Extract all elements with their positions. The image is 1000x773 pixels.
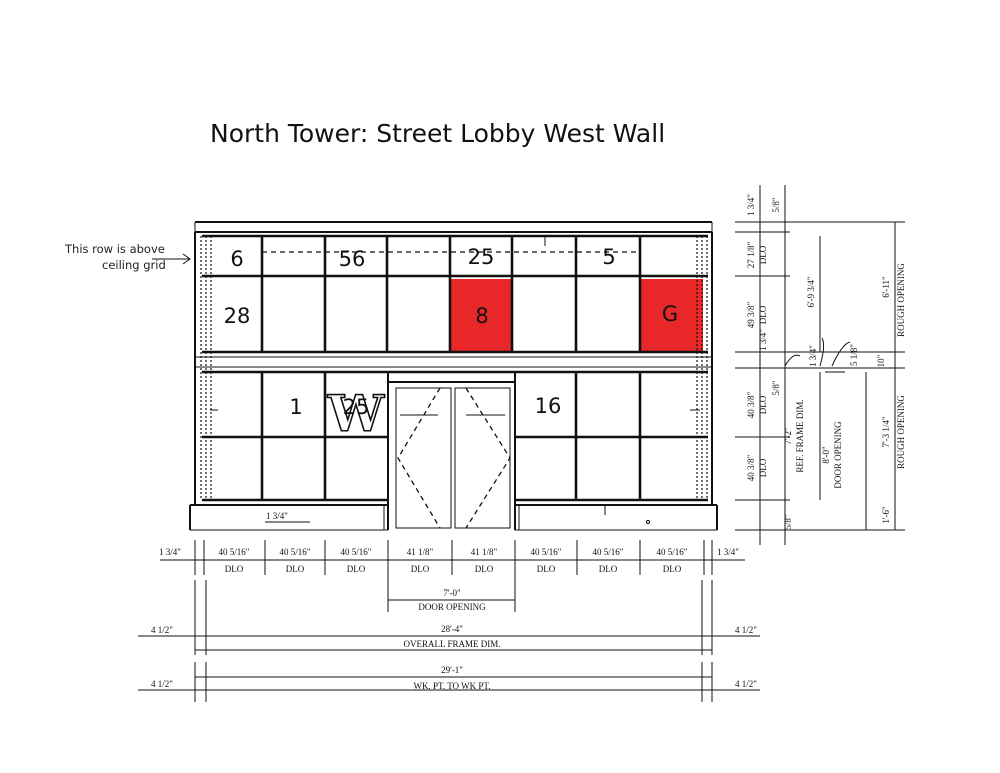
door-width: 7'-0" [443, 588, 461, 598]
pane-label-lower-3: 16 [535, 394, 562, 418]
w-logo-icon: W [326, 383, 386, 444]
door-opening-label: DOOR OPENING [418, 602, 486, 612]
highlight-pane-8 [450, 279, 512, 351]
ten-inch-dim: 10" [876, 354, 886, 367]
dlo-dim-2-label: DLO [758, 305, 768, 324]
width-dim-5: 41 1/8" [407, 547, 434, 557]
pane-label-lower-2: 25 [343, 395, 370, 419]
ref-frame-label: REF. FRAME DIM. [795, 399, 805, 472]
lower-dlo-2-label: DLO [758, 458, 768, 477]
dlo-label-2: DLO [286, 564, 305, 574]
pane-label-upper-4: 5 [602, 245, 615, 269]
width-dim-1: 1 3/4" [159, 547, 181, 557]
side-offset-4: 4 1/2" [735, 679, 757, 689]
width-dim-9: 40 5/16" [657, 547, 688, 557]
rough-upper-label: ROUGH OPENING [896, 263, 906, 337]
width-dim-6: 41 1/8" [471, 547, 498, 557]
pane-label-lower-1: 1 [289, 395, 302, 419]
door-height: 8'-0" [821, 446, 831, 464]
width-dim-7: 40 5/16" [531, 547, 562, 557]
pane-label-middle-3: G [662, 302, 678, 326]
annotation-line-1: This row is above [64, 242, 165, 256]
pane-label-middle-2: 8 [475, 304, 488, 328]
pane-label-middle-1: 28 [224, 304, 251, 328]
dlo-label-7: DLO [599, 564, 618, 574]
rough-upper-value: 6'-11" [881, 276, 891, 298]
side-offset-1: 4 1/2" [151, 625, 173, 635]
top-dim-b: 5/8" [771, 197, 781, 213]
mid-dim-a: 1 3/4" [758, 329, 768, 351]
upper-total: 6'-9 3/4" [806, 276, 816, 307]
dlo-dim-1: 27 1/8" [746, 241, 756, 268]
pane-label-upper-3: 25 [468, 245, 495, 269]
wall-frame [189, 221, 718, 531]
side-offset-3: 4 1/2" [151, 679, 173, 689]
annotation-line-2: ceiling grid [102, 258, 166, 272]
highlight-pane-g [641, 279, 703, 351]
lower-total: 7'-2" [783, 427, 793, 445]
width-dim-2: 40 5/16" [219, 547, 250, 557]
pane-label-upper-2: 56 [339, 247, 366, 271]
dlo-label-6: DLO [537, 564, 556, 574]
top-dim-a: 1 3/4" [746, 194, 756, 216]
dlo-label-5: DLO [475, 564, 494, 574]
lower-dlo-2: 40 3/8" [746, 454, 756, 481]
svg-text:W: W [327, 384, 385, 443]
pane-label-upper-1: 6 [230, 247, 243, 271]
mid-dim-b: 5/8" [771, 380, 781, 396]
page-title: North Tower: Street Lobby West Wall [210, 119, 665, 148]
width-dim-3: 40 5/16" [280, 547, 311, 557]
dlo-dim-2: 49 3/8" [746, 301, 756, 328]
overall-label: OVERALL FRAME DIM. [404, 639, 501, 649]
lower-dlo-1: 40 3/8" [746, 391, 756, 418]
annotation-arrow-icon [152, 253, 191, 265]
dlo-label-1: DLO [225, 564, 244, 574]
width-dim-4: 40 5/16" [341, 547, 372, 557]
right-dimensions: 1 3/4" 5/8" 27 1/8" DLO 49 3/8" DLO 6'-9… [735, 185, 906, 545]
sill-dim-a: 5/8" [783, 514, 793, 530]
dlo-label-3: DLO [347, 564, 366, 574]
lower-dlo-1-label: DLO [758, 395, 768, 414]
dlo-dim-1-label: DLO [758, 245, 768, 264]
rough-lower-value: 7'-3 1/4" [881, 416, 891, 447]
width-dim-8: 40 5/16" [593, 547, 624, 557]
sill-dim-b: 1'-6" [881, 506, 891, 524]
width-dim-10: 1 3/4" [717, 547, 739, 557]
dlo-label-4: DLO [411, 564, 430, 574]
door-opening-vertical: DOOR OPENING [833, 421, 843, 489]
side-offset-2: 4 1/2" [735, 625, 757, 635]
mid-dim-c: 1 3/4" [808, 345, 818, 367]
mullion-note: 1 3/4" [266, 511, 288, 521]
dlo-label-8: DLO [663, 564, 682, 574]
rough-lower-label: ROUGH OPENING [896, 395, 906, 469]
wkpt-label: WK. PT. TO WK PT. [414, 681, 491, 691]
mid-dim-d: 5 1/8" [849, 344, 859, 366]
overall-value: 28'-4" [441, 624, 463, 634]
wkpt-value: 29'-1" [441, 665, 463, 675]
bottom-dimensions: 1 3/4" 1 3/4" 40 5/16" 40 5/16" 40 5/16"… [138, 511, 760, 702]
